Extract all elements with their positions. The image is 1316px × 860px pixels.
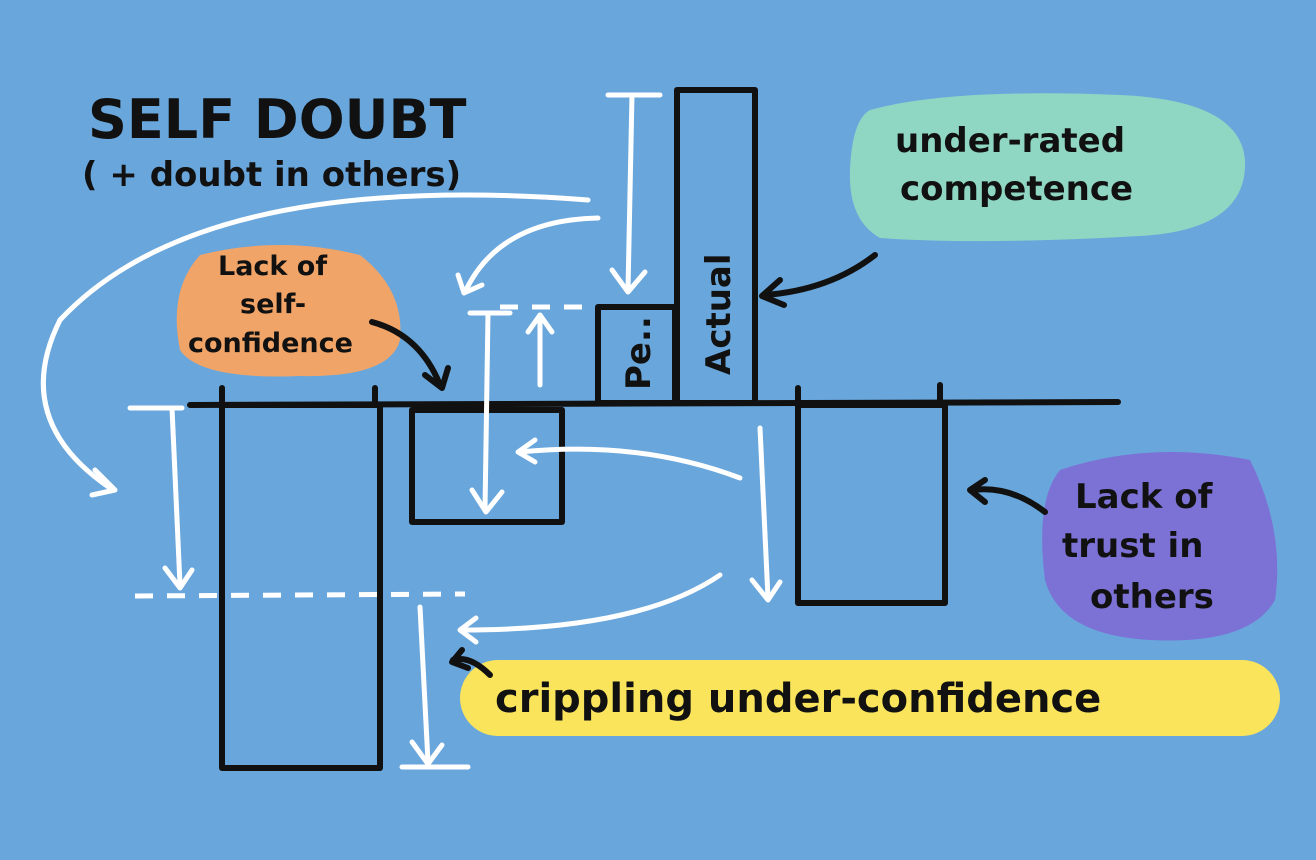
bubble-text: crippling under-confidence	[495, 676, 1101, 722]
diagram-title: SELF DOUBT	[88, 88, 467, 151]
crippling-underconfidence-bubble: crippling under-confidence	[460, 660, 1280, 736]
white-arrows	[40, 92, 783, 770]
bubble-text: trust in	[1062, 526, 1203, 566]
bubble-text: competence	[900, 169, 1133, 209]
yellow-bar	[219, 402, 383, 771]
bubble-text: self-	[240, 289, 306, 320]
actual-bar-label: Actual	[699, 253, 739, 375]
diagram-subtitle: ( + doubt in others)	[82, 155, 461, 195]
perceived-bar-label: Pe..	[619, 316, 659, 390]
underrated-competence-bubble: under-rated competence	[849, 93, 1246, 242]
bubble-text: confidence	[188, 328, 353, 359]
bubble-text: under-rated	[895, 121, 1125, 161]
bubble-text: others	[1090, 577, 1214, 617]
bubble-text: Lack of	[218, 251, 327, 282]
bubble-text: Lack of	[1075, 477, 1214, 517]
baseline-axis	[187, 399, 1121, 408]
purple-bar	[795, 402, 948, 606]
lack-of-self-confidence-bubble: Lack of self- confidence	[176, 245, 401, 377]
lack-of-trust-bubble: Lack of trust in others	[1042, 452, 1278, 641]
black-arrows	[369, 252, 1048, 678]
